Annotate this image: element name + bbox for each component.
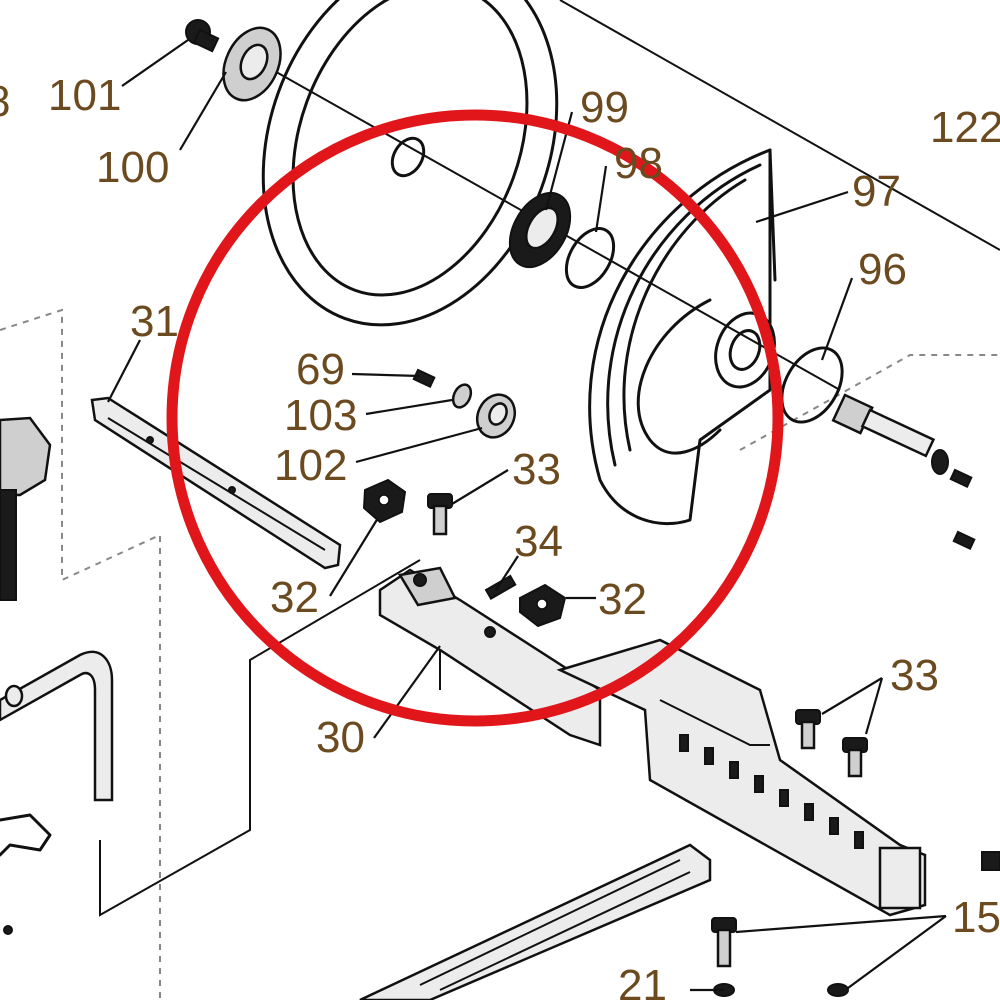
bracket-clip-icon [0,813,52,935]
o-ring-96-icon [780,346,844,424]
highlight-circle [166,109,784,727]
label-part-15: 15 [952,893,1000,942]
label-part-8-partial: 8 [0,77,10,126]
bolt-33-upper-icon [427,493,453,536]
bolt-33-lower-right-icon [842,737,868,778]
bearing-99-icon [508,192,572,268]
label-part-99: 99 [580,83,629,132]
label-part-69: 69 [296,345,345,394]
screw-101-icon [185,19,220,53]
nut-32-lower-icon [519,583,567,628]
nut-32-upper-icon [362,478,407,524]
label-part-100: 100 [96,143,169,192]
screw-34-icon [484,574,517,601]
l-handle-icon [0,650,114,802]
bottom-rail-21 [359,843,712,1000]
o-ring-98-icon [564,227,616,289]
label-part-96: 96 [858,245,907,294]
label-part-32-left: 32 [270,573,319,622]
label-part-98: 98 [614,139,663,188]
label-part-21: 21 [618,961,667,1000]
label-part-34: 34 [514,517,563,566]
mounting-bar-31 [90,396,342,570]
bolt-33-lower-left-icon [795,709,821,750]
blade-housing-97 [588,148,777,526]
label-part-97: 97 [852,167,901,216]
label-part-33-lower: 33 [890,651,939,700]
label-part-102: 102 [274,441,347,490]
bolt-15-left-icon [711,917,737,997]
label-part-103: 103 [284,391,357,440]
label-part-33-upper: 33 [512,445,561,494]
shaft-assembly-icon [831,393,976,550]
part-number-labels: 101 100 99 98 97 96 122 31 69 103 102 33… [0,71,1000,1000]
label-part-30: 30 [316,713,365,762]
washer-103-icon [451,383,473,409]
label-part-122: 122 [930,103,1000,152]
washer-100-icon [222,26,282,102]
large-disc-cover [261,0,559,327]
bushing-102-icon [475,393,517,439]
label-part-32-right: 32 [598,575,647,624]
label-part-31: 31 [130,297,179,346]
bolt-15-right-icon [827,851,1000,997]
label-part-101: 101 [48,71,121,120]
knob-handle-icon [0,416,52,601]
pin-69-icon [412,368,436,388]
main-rail-assembly [556,638,927,917]
rail-bracket-30 [378,566,602,747]
